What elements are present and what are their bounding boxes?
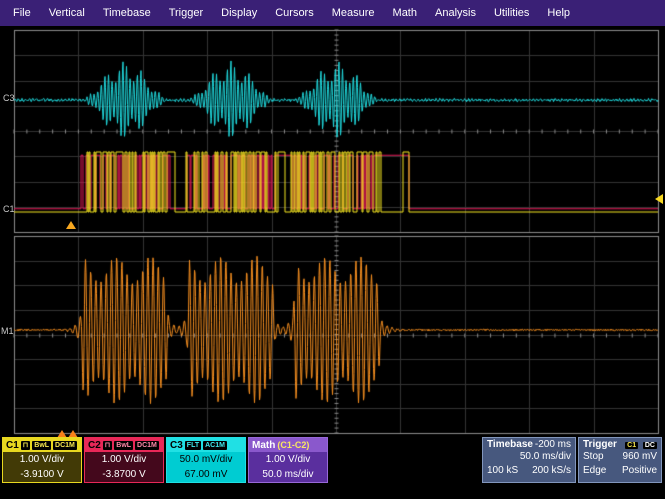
trigger-type: Edge bbox=[583, 465, 607, 476]
menu-utilities[interactable]: Utilities bbox=[493, 7, 530, 19]
c1-offset: -3.9100 V bbox=[20, 469, 64, 480]
trigger-coupling-badge: DC bbox=[642, 442, 657, 449]
timebase-rate: 200 kS/s bbox=[532, 465, 571, 476]
math-position-marker-1[interactable] bbox=[57, 430, 67, 438]
trigger-level-marker[interactable] bbox=[655, 194, 663, 204]
menu-display[interactable]: Display bbox=[221, 7, 258, 19]
pulse-icon: ⊓ bbox=[20, 440, 31, 450]
c3-filter-badge: FLT bbox=[184, 440, 202, 450]
menu-timebase[interactable]: Timebase bbox=[102, 7, 151, 19]
trigger-level: 960 mV bbox=[622, 451, 657, 462]
channel-descriptor-c2[interactable]: C2 ⊓ BwL DC1M 1.00 V/div -3.8700 V bbox=[84, 437, 164, 483]
pulse-icon: ⊓ bbox=[102, 440, 113, 450]
menu-vertical[interactable]: Vertical bbox=[48, 7, 85, 19]
menu-measure[interactable]: Measure bbox=[331, 7, 375, 19]
math-descriptor[interactable]: Math (C1-C2) 1.00 V/div 50.0 ms/div bbox=[248, 437, 328, 483]
trigger-box[interactable]: Trigger C1 DC Stop 960 mV Edge Positive bbox=[578, 437, 662, 483]
math-source: (C1-C2) bbox=[277, 440, 310, 450]
menu-trigger[interactable]: Trigger bbox=[168, 7, 204, 19]
math-vdiv: 1.00 V/div bbox=[265, 454, 311, 465]
trigger-mode: Stop bbox=[583, 451, 604, 462]
c1-coupling-badge: DC1M bbox=[53, 440, 77, 450]
math-tdiv: 50.0 ms/div bbox=[262, 469, 314, 480]
channel-descriptor-c3[interactable]: C3 FLT AC1M 50.0 mV/div 67.00 mV bbox=[166, 437, 246, 483]
c2-bwl-badge: BwL bbox=[114, 440, 134, 450]
c2-label: C2 bbox=[88, 439, 101, 451]
timebase-box[interactable]: Timebase -200 ms 50.0 ms/div 100 kS 200 … bbox=[482, 437, 576, 483]
trigger-position-marker[interactable] bbox=[66, 221, 76, 229]
c3-trace-label: C3 bbox=[3, 93, 15, 103]
c2-offset: -3.8700 V bbox=[102, 469, 146, 480]
menu-analysis[interactable]: Analysis bbox=[435, 7, 476, 19]
menu-help[interactable]: Help bbox=[547, 7, 571, 19]
c2-coupling-badge: DC1M bbox=[135, 440, 159, 450]
math-label: Math bbox=[252, 439, 276, 451]
menu-file[interactable]: File bbox=[13, 7, 31, 19]
c3-vdiv: 50.0 mV/div bbox=[179, 454, 233, 465]
c3-coupling-badge: AC1M bbox=[203, 440, 227, 450]
math-trace-label: M1 bbox=[1, 326, 14, 336]
timebase-offset: -200 ms bbox=[534, 439, 571, 450]
c1-trace-label: C1 bbox=[3, 204, 15, 214]
timebase-samples: 100 kS bbox=[487, 465, 519, 476]
c3-label: C3 bbox=[170, 439, 183, 451]
menu-bar: File Vertical Timebase Trigger Display C… bbox=[0, 0, 665, 26]
c1-bwl-badge: BwL bbox=[32, 440, 52, 450]
c1-vdiv: 1.00 V/div bbox=[19, 454, 65, 465]
channel-descriptor-c1[interactable]: C1 ⊓ BwL DC1M 1.00 V/div -3.9100 V bbox=[2, 437, 82, 483]
timebase-scale: 50.0 ms/div bbox=[519, 451, 571, 462]
trigger-slope: Positive bbox=[621, 465, 657, 476]
menu-cursors[interactable]: Cursors bbox=[275, 7, 314, 19]
c1-label: C1 bbox=[6, 439, 19, 451]
waveform-canvas bbox=[0, 26, 665, 436]
trigger-title: Trigger bbox=[583, 439, 617, 450]
trigger-source-badge: C1 bbox=[625, 442, 639, 449]
timebase-title: Timebase bbox=[487, 439, 533, 450]
c3-offset: 67.00 mV bbox=[184, 469, 228, 480]
menu-math[interactable]: Math bbox=[392, 7, 417, 19]
math-position-marker-2[interactable] bbox=[68, 430, 78, 438]
c2-vdiv: 1.00 V/div bbox=[101, 454, 147, 465]
